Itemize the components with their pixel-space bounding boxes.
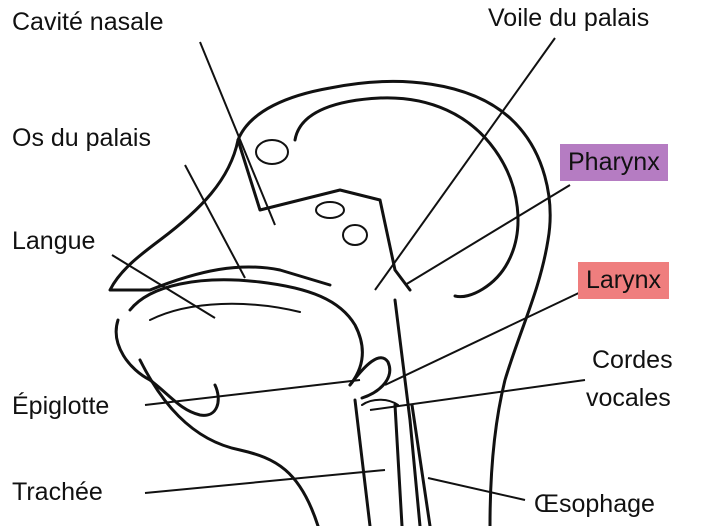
label-voile-du-palais: Voile du palais <box>488 4 649 33</box>
tongue-inner <box>150 304 300 320</box>
trachea-front <box>355 400 370 526</box>
palate-bone <box>110 140 330 290</box>
label-cordes-vocales-line2: vocales <box>586 384 671 413</box>
label-os-du-palais: Os du palais <box>12 124 151 153</box>
label-oesophage: Œsophage <box>534 490 655 519</box>
leader-pharynx <box>405 185 570 285</box>
trachea-back <box>395 405 402 526</box>
label-cavite-nasale: Cavité nasale <box>12 8 163 37</box>
leader-langue <box>112 255 215 318</box>
leader-os-palais <box>185 165 245 278</box>
nasal-chamber-2 <box>316 202 344 218</box>
leader-larynx <box>385 290 585 385</box>
nasal-chamber-3 <box>343 225 367 245</box>
label-langue: Langue <box>12 227 95 256</box>
skull-inner <box>295 98 518 297</box>
label-cordes-vocales-line1: Cordes <box>592 346 673 375</box>
chin <box>140 360 318 526</box>
nasal-chamber-1 <box>256 140 288 164</box>
label-pharynx: Pharynx <box>560 144 668 181</box>
leader-voile-palais <box>375 38 555 290</box>
leader-cordes-vocales <box>370 380 585 410</box>
label-larynx: Larynx <box>578 262 669 299</box>
leader-cavite-nasale <box>200 42 275 225</box>
leader-trachee <box>145 470 385 493</box>
epiglottis <box>350 358 390 398</box>
tongue <box>130 280 362 385</box>
leader-oesophage <box>428 478 525 500</box>
label-epiglotte: Épiglotte <box>12 392 109 421</box>
vocal-cords <box>362 400 398 405</box>
label-trachee: Trachée <box>12 478 103 507</box>
leader-epiglotte <box>145 380 360 405</box>
